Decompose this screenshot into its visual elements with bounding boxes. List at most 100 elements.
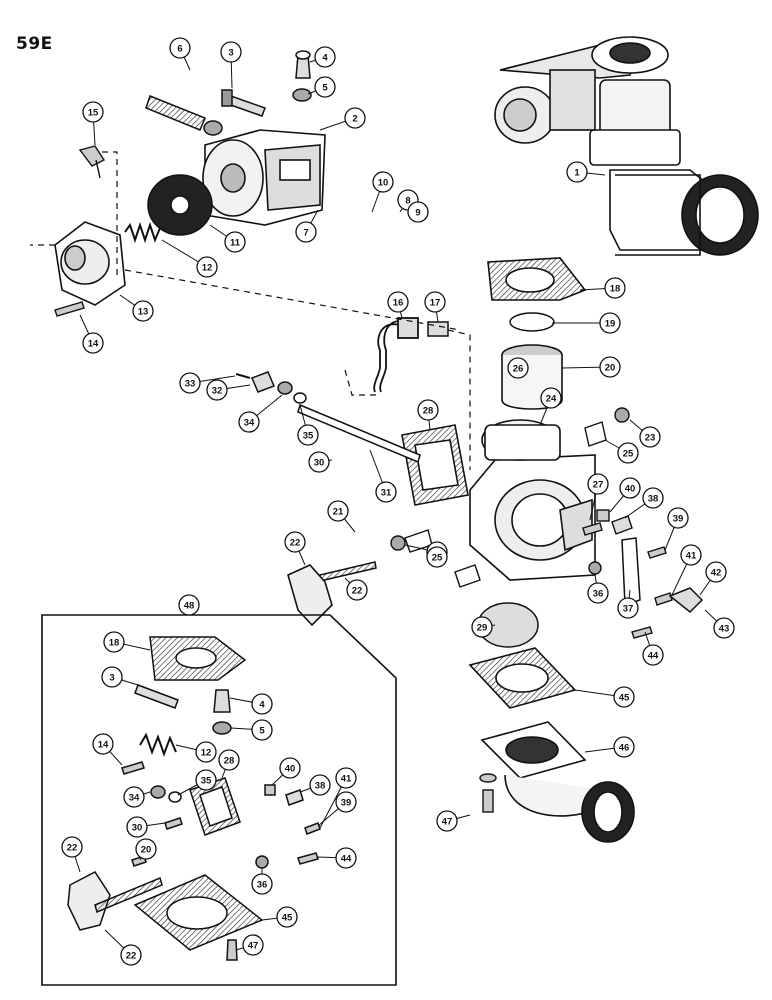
kit-callout-28-6: 28 bbox=[218, 749, 240, 771]
kit-throttle-lever bbox=[67, 871, 111, 931]
callout-10-9-circle bbox=[372, 171, 394, 193]
nut-5 bbox=[292, 88, 312, 102]
callout-23-24-text: 23 bbox=[645, 433, 656, 444]
kit-fitting bbox=[213, 689, 231, 713]
kit-callout-14-5-text: 14 bbox=[98, 740, 109, 751]
callout-47-49-circle bbox=[436, 810, 458, 832]
callout-22-21-circle bbox=[346, 579, 368, 601]
kit-callout-35-7-text: 35 bbox=[201, 776, 212, 787]
callout-41-43-text: 41 bbox=[686, 551, 697, 562]
gasket-28 bbox=[401, 424, 469, 506]
kit-callout-28-6-circle bbox=[218, 749, 240, 771]
callout-4-3-circle bbox=[314, 46, 336, 68]
kit-callout-30-13: 30 bbox=[126, 816, 148, 838]
shaft-31 bbox=[297, 403, 421, 464]
callout-46-48-text: 46 bbox=[619, 743, 630, 754]
callout-8-7-text: 8 bbox=[405, 196, 410, 207]
callout-39-41-circle bbox=[667, 507, 689, 529]
bushing-23-lower bbox=[390, 535, 406, 551]
callout-41-43-circle bbox=[680, 544, 702, 566]
callout-10-9-text: 10 bbox=[378, 178, 389, 189]
kit-callout-38-10-text: 38 bbox=[315, 781, 326, 792]
callout-2-1-text: 2 bbox=[352, 114, 357, 125]
callout-23-24: 23 bbox=[639, 426, 661, 448]
callout-15-14-circle bbox=[82, 101, 104, 123]
callout-14-13-circle bbox=[82, 332, 104, 354]
kit-callout-20-14-circle bbox=[135, 838, 157, 860]
spring-12 bbox=[124, 221, 161, 244]
callout-6-5-circle bbox=[169, 37, 191, 59]
callout-6-5: 6 bbox=[169, 37, 191, 59]
callout-7-6: 7 bbox=[295, 221, 317, 243]
swivel-42 bbox=[668, 587, 704, 614]
kit-callout-45-19: 45 bbox=[276, 906, 298, 928]
callout-4-3-text: 4 bbox=[322, 53, 328, 64]
kit-callout-28-6-text: 28 bbox=[224, 756, 235, 767]
callout-34-36: 34 bbox=[238, 411, 260, 433]
kit-washer-c bbox=[255, 855, 269, 869]
callout-24-25: 24 bbox=[540, 387, 562, 409]
kit-callout-45-19-circle bbox=[276, 906, 298, 928]
callout-24-25-circle bbox=[540, 387, 562, 409]
callout-12-11: 12 bbox=[196, 256, 218, 278]
governor-housing bbox=[202, 129, 326, 226]
kit-callout-35-7-circle bbox=[195, 769, 217, 791]
kit-screw bbox=[134, 684, 179, 709]
kit-callout-36-17-circle bbox=[251, 873, 273, 895]
callout-18-17: 18 bbox=[604, 277, 626, 299]
cover-13 bbox=[54, 221, 126, 306]
kit-callout-38-10-circle bbox=[309, 774, 331, 796]
throttle-body bbox=[469, 419, 596, 581]
kit-callout-40-9-text: 40 bbox=[285, 764, 296, 775]
callout-5-4-circle bbox=[314, 76, 336, 98]
kit-callout-40-9-circle bbox=[279, 757, 301, 779]
bushing-25-upper bbox=[584, 421, 607, 447]
kit-label-circle bbox=[178, 594, 200, 616]
kit-callout-47-20-text: 47 bbox=[248, 941, 259, 952]
kit-callout-30-13-text: 30 bbox=[132, 823, 143, 834]
callout-44-46-text: 44 bbox=[648, 651, 659, 662]
callout-33-35: 33 bbox=[179, 372, 201, 394]
kit-callout-22-15-circle bbox=[61, 836, 83, 858]
screw-47 bbox=[479, 773, 497, 813]
screw-27 bbox=[582, 522, 603, 536]
page-code: 59E bbox=[16, 34, 53, 54]
kit-callout-18-0-circle bbox=[103, 631, 125, 653]
callout-26-28-text: 26 bbox=[513, 364, 524, 375]
elbow-46 bbox=[480, 721, 635, 843]
callout-13-12: 13 bbox=[132, 300, 154, 322]
callout-4-3: 4 bbox=[314, 46, 336, 68]
kit-nut bbox=[212, 721, 232, 735]
callout-46-48-circle bbox=[613, 736, 635, 758]
callout-26-28: 26 bbox=[507, 357, 529, 379]
callout-27-29: 27 bbox=[587, 473, 609, 495]
callout-39-41-text: 39 bbox=[673, 514, 684, 525]
screw-44 bbox=[631, 626, 653, 639]
callout-25-27-text: 25 bbox=[623, 449, 634, 460]
callout-34-36-circle bbox=[238, 411, 260, 433]
callout-21-20-circle bbox=[327, 500, 349, 522]
callout-47-49-text: 47 bbox=[442, 817, 453, 828]
callout-17-16-circle bbox=[424, 291, 446, 313]
kit-callout-36-17-text: 36 bbox=[257, 880, 268, 891]
callout-37-39-text: 37 bbox=[623, 604, 634, 615]
callout-32-34-circle bbox=[206, 379, 228, 401]
callout-22-21-text: 22 bbox=[352, 586, 363, 597]
callout-5-4-text: 5 bbox=[322, 83, 328, 94]
kit-screw-f bbox=[226, 939, 238, 961]
callout-26-28-circle bbox=[507, 357, 529, 379]
callout-29-31-text: 29 bbox=[477, 623, 488, 634]
kit-callout-22-16-circle bbox=[120, 944, 142, 966]
kit-callout-5-3-circle bbox=[251, 719, 273, 741]
callout-10-9: 10 bbox=[372, 171, 394, 193]
callout-32-34-text: 32 bbox=[212, 386, 223, 397]
kit-screw-b bbox=[304, 822, 321, 835]
callout-31-33-circle bbox=[375, 481, 397, 503]
callout-15-14: 15 bbox=[82, 101, 104, 123]
disc-19 bbox=[509, 312, 555, 332]
callout-22-22-text: 22 bbox=[290, 538, 301, 549]
kit-callout-5-3: 5 bbox=[251, 719, 273, 741]
screw-41 bbox=[654, 592, 673, 606]
kit-callout-22-16-text: 22 bbox=[126, 951, 137, 962]
